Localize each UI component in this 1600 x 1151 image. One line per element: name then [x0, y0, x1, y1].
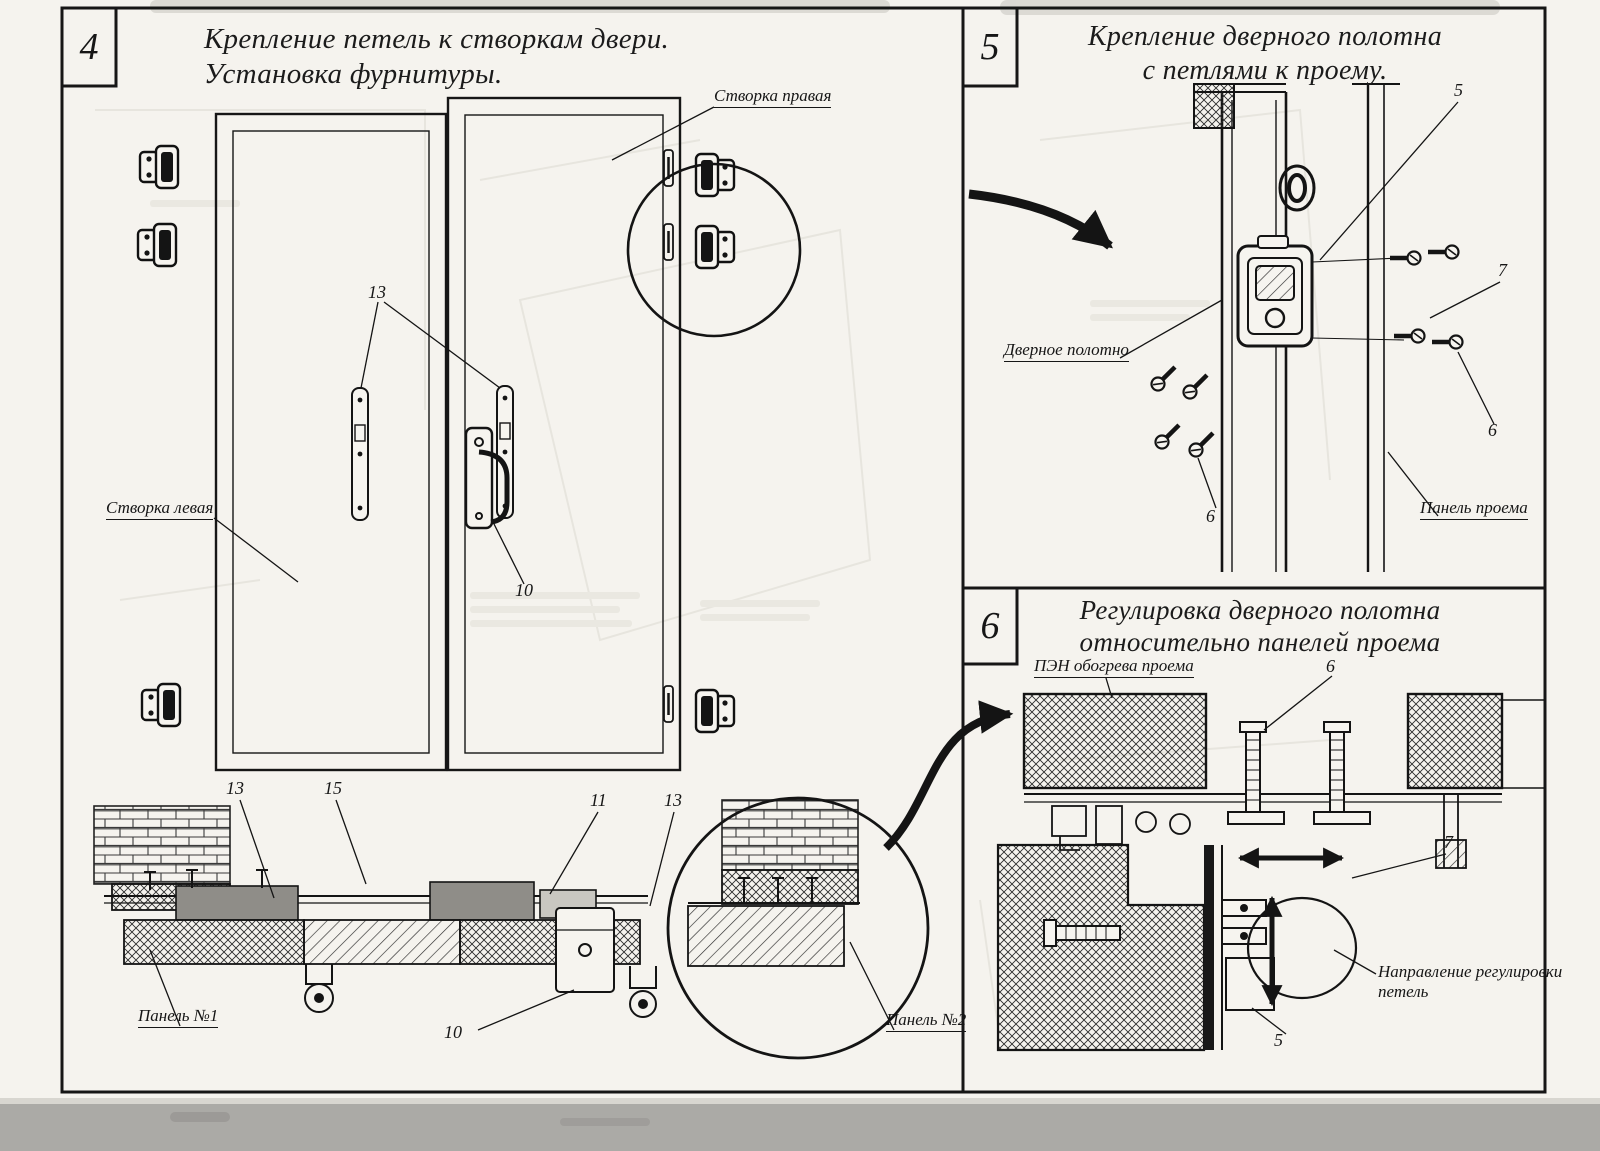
panel6-leader-lines	[1105, 675, 1447, 1035]
callout-5-panel6: 5	[1274, 1030, 1283, 1050]
panel6-number: 6	[980, 605, 1000, 647]
callout-7-panel5: 7	[1498, 260, 1507, 280]
callout-11-bottom: 11	[590, 790, 607, 810]
callout-6-bolt: 6	[1326, 656, 1335, 676]
callout-13-bottom-right: 13	[664, 790, 682, 810]
panel6-title-line1: Регулировка дверного полотна	[1079, 595, 1441, 625]
callout-15-bottom: 15	[324, 778, 342, 798]
panel5-leader-lines	[1119, 101, 1501, 517]
adjustment-bolts	[1227, 721, 1371, 825]
callout-10-latch: 10	[515, 580, 533, 600]
panel4-door-leaves	[214, 96, 682, 772]
panel6-title-line2: относительно панелей проема	[1079, 627, 1441, 658]
panel5-number-box: 5	[963, 8, 1017, 86]
bleed-through-artifacts	[95, 0, 1500, 1041]
label-panel-2: Панель №2	[886, 1010, 967, 1032]
callout-6-screws-left: 6	[1206, 506, 1215, 526]
panel4-title-line2: Установка фурнитуры.	[204, 57, 503, 90]
reference-arrow-to-panel5	[968, 189, 1113, 250]
label-opening-panel: Панель проема	[1420, 498, 1528, 520]
door-bumper-hole	[1278, 164, 1316, 212]
panel5-title: Крепление дверного полотна с петлями к п…	[1055, 20, 1475, 87]
label-door-leaf: Дверное полотно	[1004, 340, 1129, 362]
label-right-leaf: Створка правая	[714, 86, 832, 108]
callout-7-panel6: 7	[1444, 832, 1453, 852]
callout-13-plates: 13	[368, 282, 386, 302]
panel5-number: 5	[980, 26, 1000, 68]
label-heater: ПЭН обогрева проема	[1034, 656, 1194, 678]
panel5-title-line2: с петлями к проему.	[1142, 54, 1388, 86]
label-panel-1: Панель №1	[138, 1006, 219, 1028]
panel4-leader-lines	[213, 106, 715, 585]
hinge-icons	[136, 144, 736, 734]
detail-circle-threshold	[666, 796, 930, 1060]
frame-borders	[60, 6, 1547, 1094]
callout-13-bottom-left: 13	[226, 778, 244, 798]
panel6-number-box: 6	[963, 588, 1017, 664]
panel6-drawing	[996, 675, 1545, 1052]
reference-arrow-to-panel6	[883, 700, 1014, 851]
threshold-cross-section	[93, 799, 895, 1031]
panel4-title: Крепление петель к створкам двери. Устан…	[204, 22, 669, 92]
label-adjust-direction-line1: Направление регулировки	[1378, 962, 1563, 981]
callout-6-screws-right: 6	[1488, 420, 1497, 440]
panel6-title: Регулировка дверного полотна относительн…	[1040, 594, 1480, 659]
label-adjust-direction-line2: петель	[1378, 981, 1429, 1001]
label-adjust-direction: Направление регулировки петель	[1378, 962, 1562, 1001]
panel4-number-box: 4	[62, 8, 116, 86]
label-left-leaf: Створка левая	[106, 498, 214, 520]
hinge-detail	[1236, 235, 1314, 348]
callout-5-hinge: 5	[1454, 80, 1463, 100]
panel4-number: 4	[79, 26, 99, 68]
panel5-title-line1: Крепление дверного полотна	[1088, 21, 1442, 52]
callout-10-bottom: 10	[444, 1022, 462, 1042]
lock-hardware	[351, 385, 514, 530]
detail-circle-hinges	[626, 162, 802, 338]
panel5-drawing	[1119, 83, 1501, 572]
panel4-title-line1: Крепление петель к створкам двери.	[204, 23, 670, 55]
